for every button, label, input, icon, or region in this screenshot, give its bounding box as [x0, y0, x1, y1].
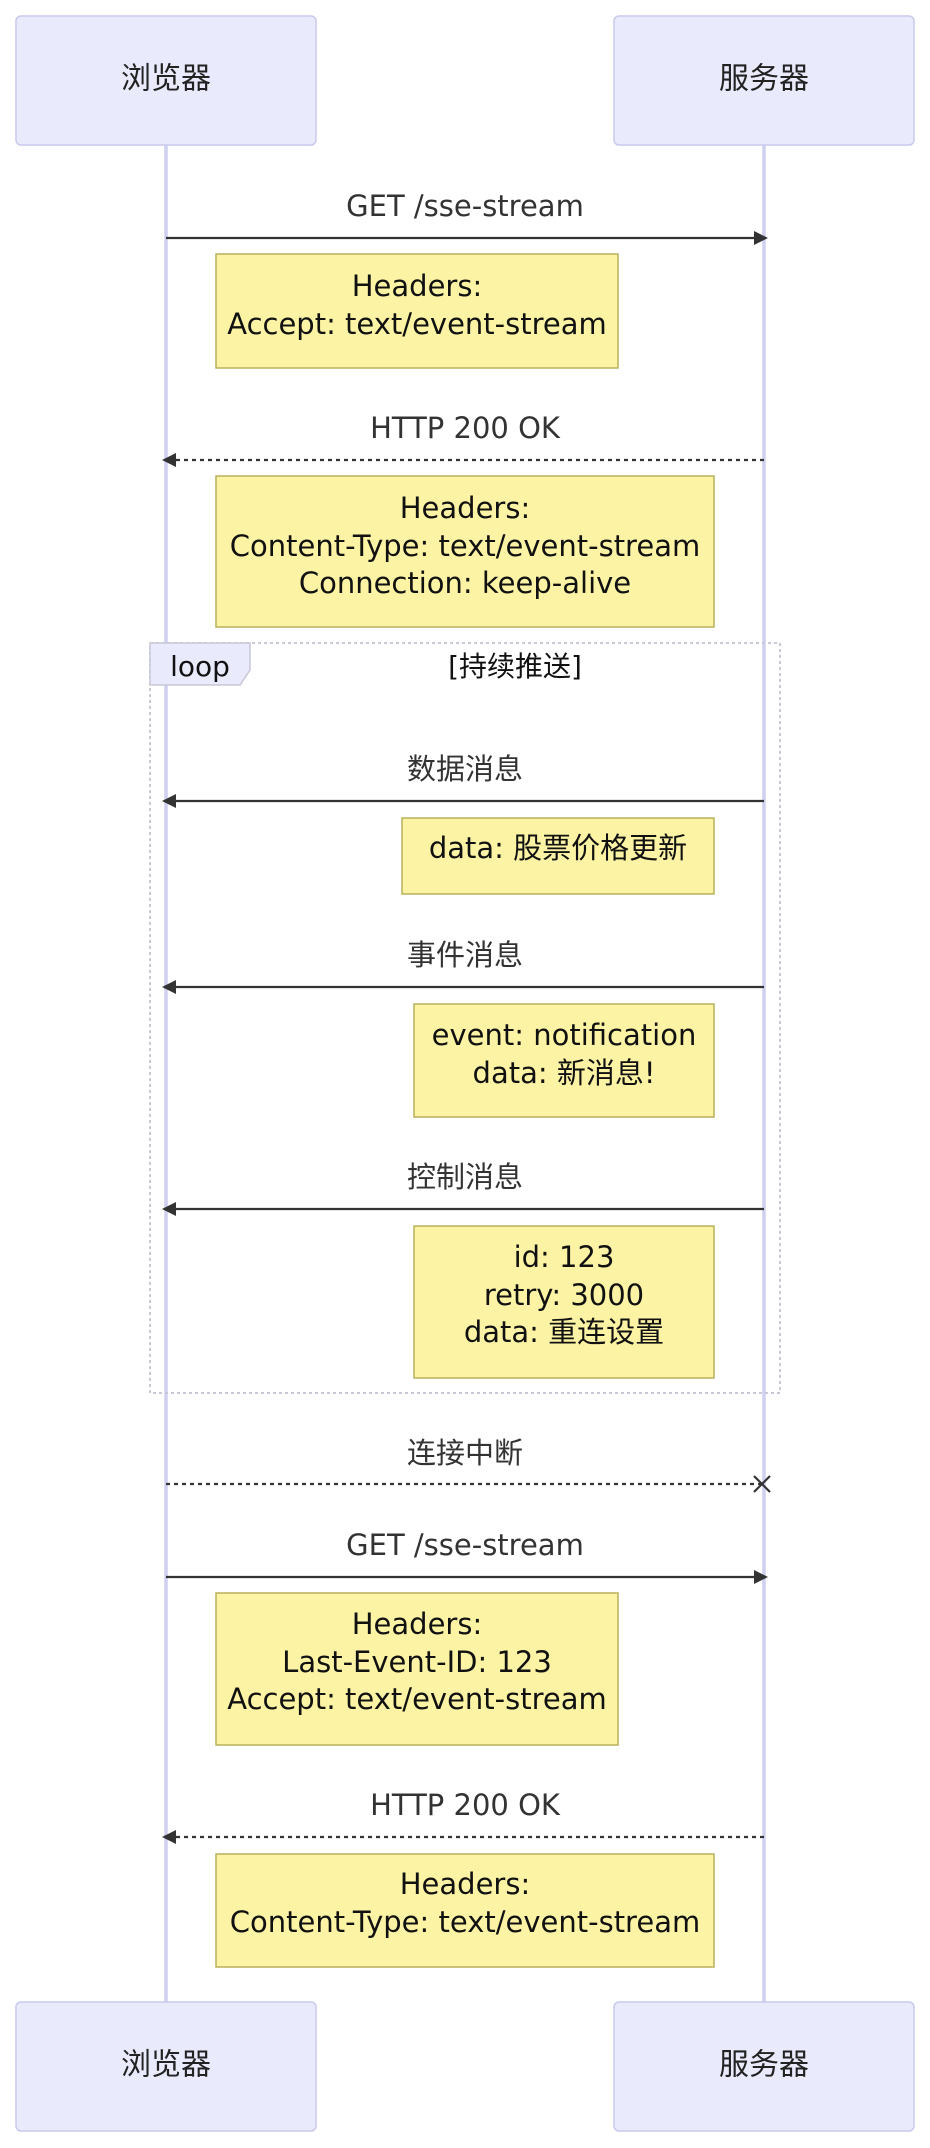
- actor-browser-label: 浏览器: [121, 62, 211, 97]
- message-label: 事件消息: [407, 938, 523, 972]
- note: Headers: Accept: text/event-stream: [215, 253, 619, 369]
- message-label: GET /sse-stream: [346, 189, 584, 223]
- note-line: event: notification: [432, 1018, 697, 1052]
- note-line: Content-Type: text/event-stream: [230, 529, 700, 563]
- note: Headers: Last-Event-ID: 123 Accept: text…: [215, 1592, 619, 1746]
- note: event: notification data: 新消息!: [413, 1003, 715, 1118]
- message-label: 控制消息: [407, 1160, 523, 1194]
- note-line: data: 新消息!: [473, 1056, 656, 1090]
- actor-browser-bottom: 浏览器: [15, 2001, 317, 2132]
- note-line: Headers:: [400, 491, 530, 525]
- note-line: data: 股票价格更新: [429, 831, 687, 865]
- note: Headers: Content-Type: text/event-stream…: [215, 475, 715, 628]
- actor-browser-label: 浏览器: [121, 2048, 211, 2083]
- actor-server-label: 服务器: [719, 62, 809, 97]
- note: data: 股票价格更新: [401, 817, 715, 895]
- note: Headers: Content-Type: text/event-stream: [215, 1853, 715, 1968]
- message-label: 连接中断: [407, 1436, 523, 1470]
- note: id: 123 retry: 3000 data: 重连设置: [413, 1225, 715, 1379]
- note-line: Headers:: [400, 1867, 530, 1901]
- message-label: HTTP 200 OK: [370, 1788, 561, 1822]
- message-label: 数据消息: [407, 752, 523, 786]
- note-line: Connection: keep-alive: [299, 566, 631, 600]
- actor-browser-top: 浏览器: [15, 15, 317, 146]
- note-line: retry: 3000: [484, 1278, 644, 1312]
- note-line: id: 123: [514, 1240, 615, 1274]
- note-line: Accept: text/event-stream: [227, 1682, 607, 1716]
- note-line: Accept: text/event-stream: [227, 307, 607, 341]
- loop-frame: loop [持续推送]: [149, 642, 781, 1394]
- loop-tag-label: loop: [170, 650, 230, 683]
- loop-tag-box: [149, 642, 251, 686]
- message-label: HTTP 200 OK: [370, 411, 561, 445]
- note-line: data: 重连设置: [464, 1315, 664, 1349]
- note-line: Headers:: [352, 1607, 482, 1641]
- actor-server-bottom: 服务器: [613, 2001, 915, 2132]
- note-line: Content-Type: text/event-stream: [230, 1905, 700, 1939]
- loop-condition: [持续推送]: [448, 650, 582, 683]
- message-label: GET /sse-stream: [346, 1528, 584, 1562]
- note-line: Last-Event-ID: 123: [282, 1645, 552, 1679]
- actor-server-label: 服务器: [719, 2048, 809, 2083]
- actor-server-top: 服务器: [613, 15, 915, 146]
- cross-icon: [753, 1475, 771, 1493]
- note-line: Headers:: [352, 269, 482, 303]
